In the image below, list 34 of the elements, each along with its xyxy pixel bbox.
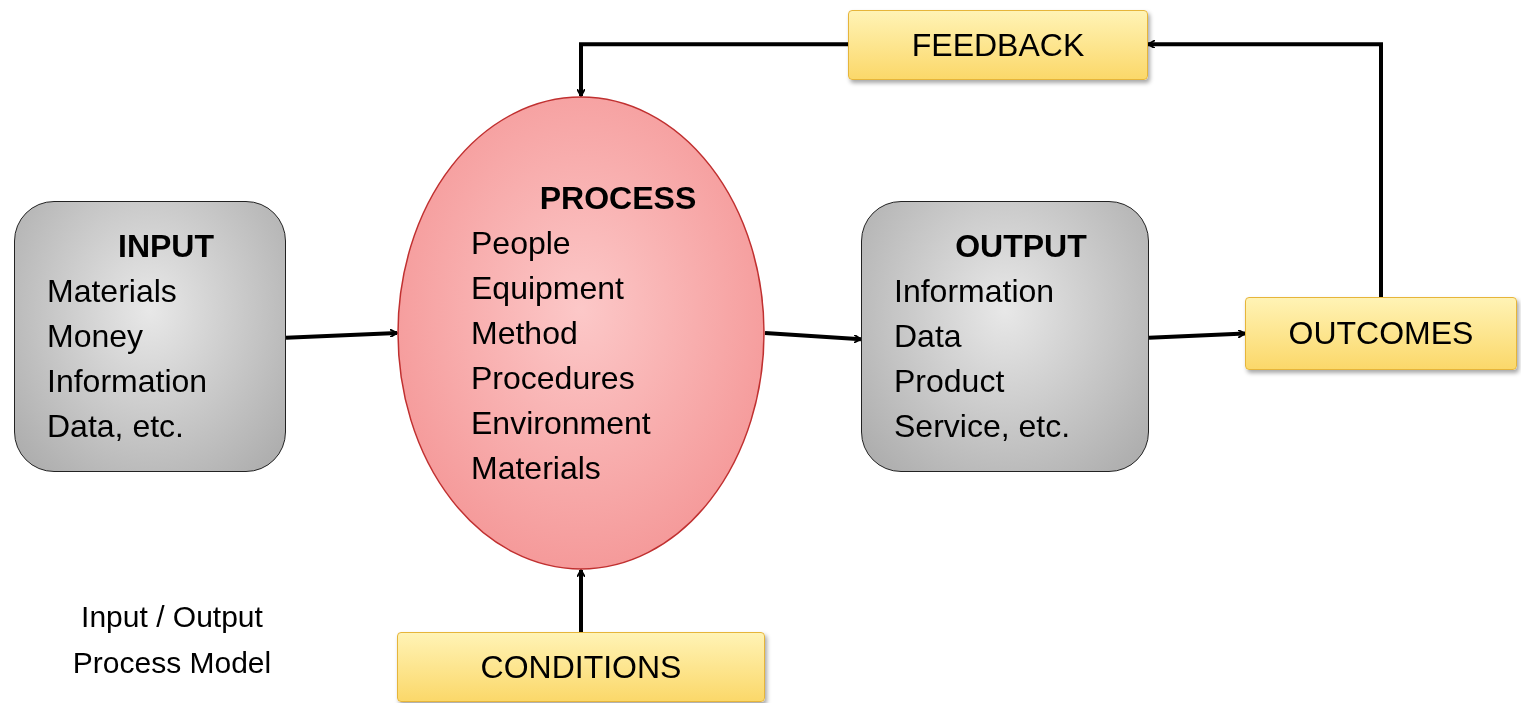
tag-text: CONDITIONS (480, 647, 682, 687)
list-item: Product (894, 362, 1006, 401)
list-item: Information (47, 362, 209, 401)
list-item: Equipment (471, 268, 624, 308)
list-item: People (471, 223, 571, 263)
list-item: Procedures (471, 358, 635, 398)
list-item: Materials (47, 272, 178, 311)
tag-text: FEEDBACK (911, 25, 1085, 65)
rounded-box (861, 201, 1149, 472)
rounded-box (14, 201, 286, 472)
label-tag (397, 632, 765, 702)
heading: PROCESS (539, 178, 697, 218)
list-item: Data (894, 317, 963, 356)
heading: INPUT (118, 227, 214, 266)
list-item: Money (47, 317, 145, 356)
arrow (576, 569, 586, 632)
tag-text: OUTCOMES (1288, 314, 1474, 353)
label-tag (848, 10, 1148, 80)
list-item: Materials (471, 448, 601, 488)
arrow (285, 328, 398, 340)
arrow (1147, 39, 1383, 297)
caption-text: Input / Output (80, 600, 264, 634)
list-item: Method (471, 313, 578, 353)
arrow (764, 331, 862, 344)
process-ellipse (397, 96, 765, 570)
list-item: Service, etc. (894, 407, 1072, 446)
list-item: Data, etc. (47, 407, 185, 446)
heading: OUTPUT (955, 227, 1087, 266)
list-item: Information (894, 272, 1056, 311)
arrow (576, 42, 848, 97)
list-item: Environment (471, 403, 651, 443)
caption-text: Process Model (71, 646, 273, 680)
label-tag (1245, 297, 1517, 370)
arrow (1148, 328, 1246, 340)
